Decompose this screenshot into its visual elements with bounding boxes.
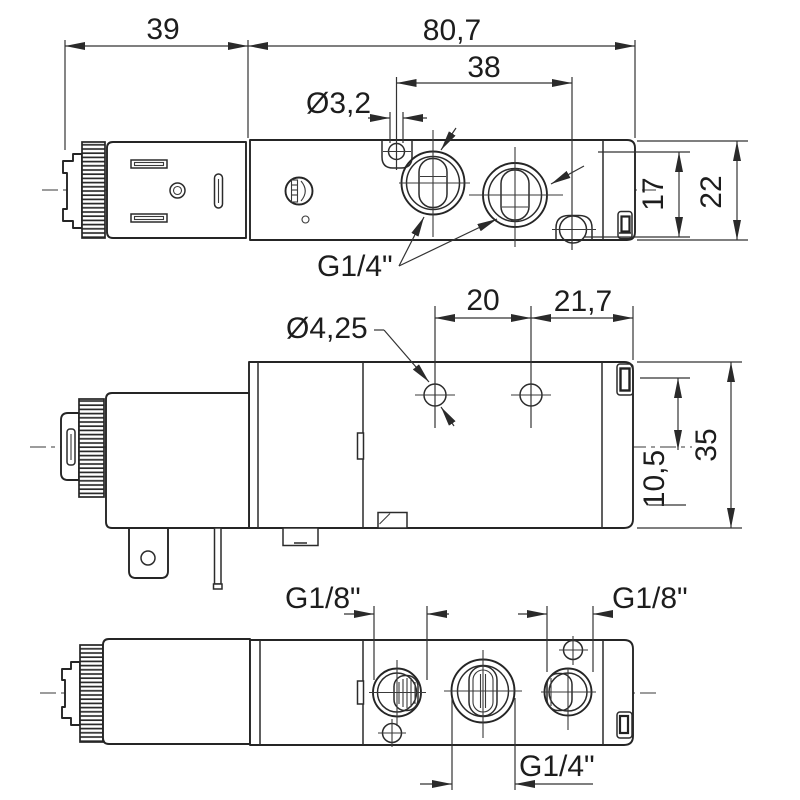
connector-vertical-slot <box>213 173 224 209</box>
bottom-port-2 <box>444 650 522 738</box>
bottom-dimensions: G1/8" G1/8" G1/4" <box>285 582 688 790</box>
dim-3-2: Ø3,2 <box>306 87 371 120</box>
side-connector-block <box>105 392 250 529</box>
dim-39: 39 <box>146 13 179 46</box>
side-valve-body <box>248 361 634 529</box>
dim-4-25: Ø4,25 <box>286 312 368 345</box>
top-view: 39 80,7 38 Ø3,2 17 22 G1/4" <box>42 13 748 283</box>
manual-override <box>284 176 314 224</box>
label-g18-left: G1/8" <box>285 582 361 615</box>
bottom-boss <box>377 511 408 529</box>
dim-17: 17 <box>637 177 670 210</box>
top-exhaust-hole <box>552 214 596 244</box>
bottom-view: G1/8" G1/8" G1/4" <box>40 582 688 790</box>
bottom-connector-block <box>102 638 251 745</box>
label-g18-right: G1/8" <box>612 582 688 615</box>
dim-22: 22 <box>695 175 728 208</box>
label-g14-bottom: G1/4" <box>519 750 595 783</box>
side-view: 20 21,7 Ø4,25 35 10,5 <box>30 284 742 590</box>
dim-20: 20 <box>466 284 499 317</box>
dim-80-7: 80,7 <box>423 14 481 47</box>
dim-38: 38 <box>467 51 500 84</box>
connector-screw-hole <box>169 182 186 199</box>
side-bottom-tab <box>282 527 319 547</box>
dim-35: 35 <box>690 428 723 461</box>
connector-slot-top <box>130 159 168 169</box>
dim-10-5: 10,5 <box>638 450 671 508</box>
label-g14-top: G1/4" <box>317 250 393 283</box>
bottom-connector-cap <box>61 661 81 726</box>
top-valve-body <box>249 139 636 241</box>
override-pin-hole <box>301 215 310 224</box>
top-connector-block <box>106 141 247 239</box>
side-dimensions: 20 21,7 Ø4,25 35 10,5 <box>286 284 742 529</box>
bottom-pilot-hole-right <box>559 636 588 665</box>
top-knurled-ring <box>81 141 106 239</box>
seam-pin <box>356 680 365 705</box>
seam-pin <box>356 432 365 460</box>
bottom-port-1 <box>369 660 426 726</box>
top-connector-cap <box>62 153 83 229</box>
top-dimensions: 39 80,7 38 Ø3,2 17 22 G1/4" <box>64 13 748 283</box>
bottom-pilot-hole-left <box>378 719 406 747</box>
side-connector-cap <box>60 412 80 481</box>
top-port-1 <box>399 130 470 237</box>
top-mounting-clip <box>617 210 633 240</box>
bottom-knurled-ring <box>79 644 104 743</box>
side-mounting-clip <box>616 363 634 396</box>
spade-terminal <box>128 527 169 579</box>
connector-slot-bottom <box>130 213 168 223</box>
ground-pin <box>212 527 223 590</box>
bottom-valve-body <box>249 639 634 746</box>
bottom-port-3 <box>541 667 596 730</box>
top-port-2 <box>469 147 563 247</box>
side-knurled-ring <box>78 398 105 498</box>
dim-21-7: 21,7 <box>554 285 612 318</box>
bottom-mounting-clip <box>616 711 633 739</box>
